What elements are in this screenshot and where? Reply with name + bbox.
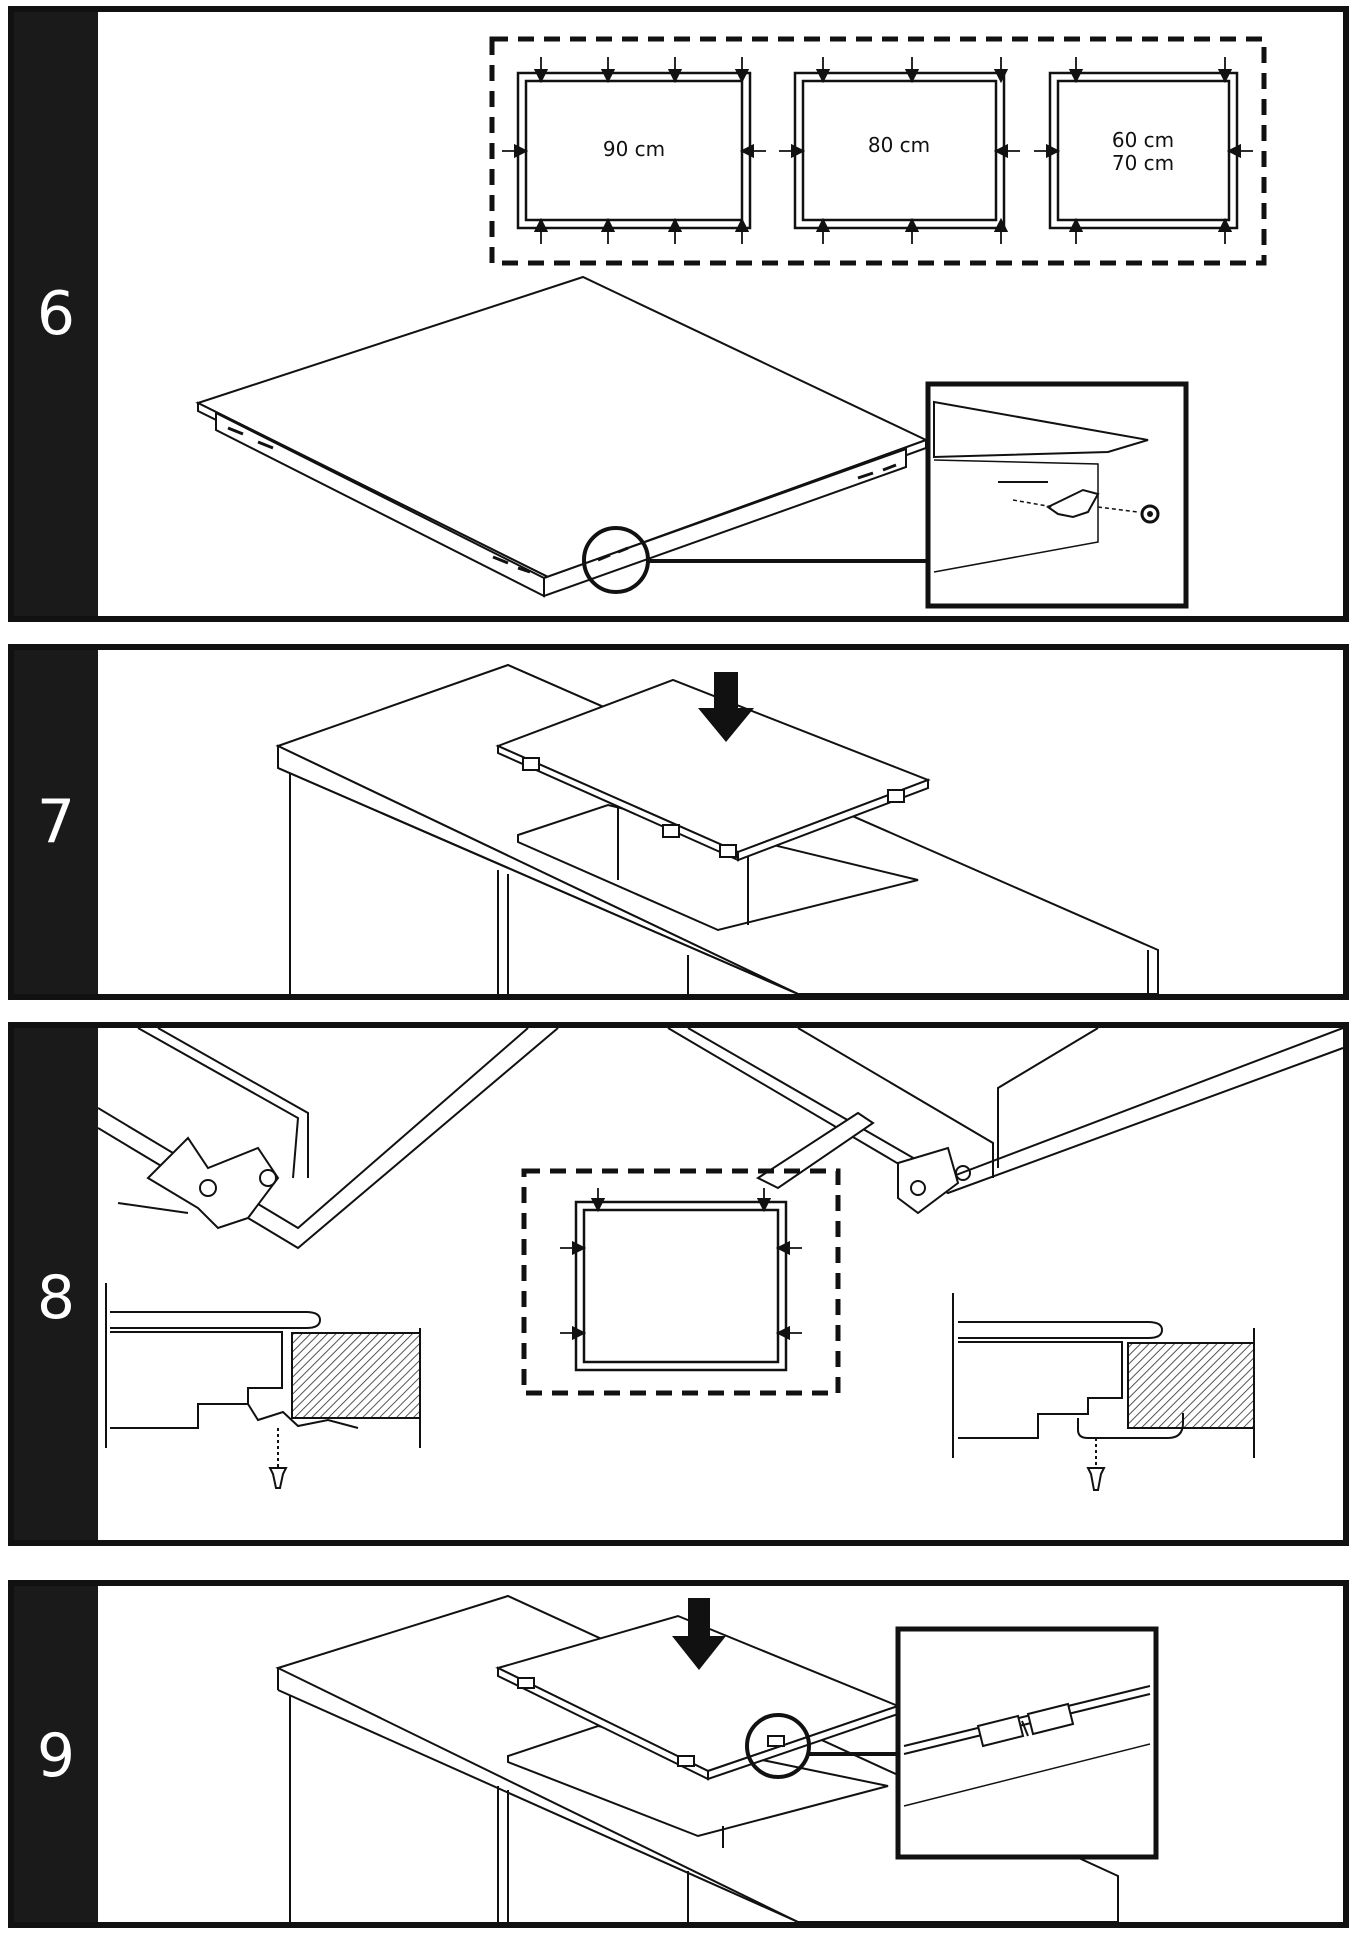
step-8-panel: 8 (8, 1022, 1349, 1546)
detail-magnifier-circle (745, 1713, 811, 1779)
step-6-bar: 6 (14, 12, 98, 616)
cutout-dashed-frame (521, 1168, 841, 1396)
size-label-90: 90 cm (603, 137, 665, 161)
size-label-80: 80 cm (868, 133, 930, 157)
detail-inset-hob-seated (895, 1626, 1159, 1860)
down-arrow (698, 672, 754, 742)
hob-clips (517, 1677, 785, 1767)
hob-plate (195, 275, 929, 598)
step-6-panel: 6 (8, 6, 1349, 622)
step-7-panel: 7 (8, 644, 1349, 1000)
down-arrow (672, 1598, 726, 1670)
center-size-arrows (560, 1188, 802, 1341)
right-section-view (952, 1293, 1255, 1491)
left-section-view (105, 1283, 421, 1489)
hob-clip-slots (227, 426, 897, 574)
step-8-bar: 8 (14, 1028, 98, 1540)
hob-clips (522, 757, 905, 858)
step-7-number: 7 (36, 787, 76, 857)
right-corner-clip-detail (667, 1028, 1343, 1215)
size-label-60: 60 cm (1112, 128, 1174, 152)
step-9-panel: 9 (8, 1580, 1349, 1928)
step-8-number: 8 (36, 1263, 76, 1333)
countertop-cutout (517, 800, 919, 932)
step-9-illustration (275, 1594, 1159, 1922)
size-box-arrows (502, 57, 1253, 244)
step-7-bar: 7 (14, 650, 98, 994)
step-9-number: 9 (36, 1721, 76, 1791)
countertop-cutout (507, 1724, 889, 1848)
detail-inset-clip-screw (925, 381, 1189, 609)
step-9-bar: 9 (14, 1586, 98, 1922)
cabinet-legs (289, 1696, 689, 1922)
step-6-number: 6 (36, 279, 76, 349)
cutout-dashed-frame (489, 36, 1267, 266)
size-label-70: 70 cm (1112, 151, 1174, 175)
step-8-illustration (98, 1028, 1343, 1491)
left-corner-clip-detail (98, 1028, 559, 1250)
cabinet-legs (289, 774, 1149, 994)
step-6-illustration: 90 cm 80 cm 60 cm 70 cm (195, 36, 1267, 609)
step-7-illustration (275, 663, 1159, 994)
center-size-box (574, 1200, 788, 1372)
